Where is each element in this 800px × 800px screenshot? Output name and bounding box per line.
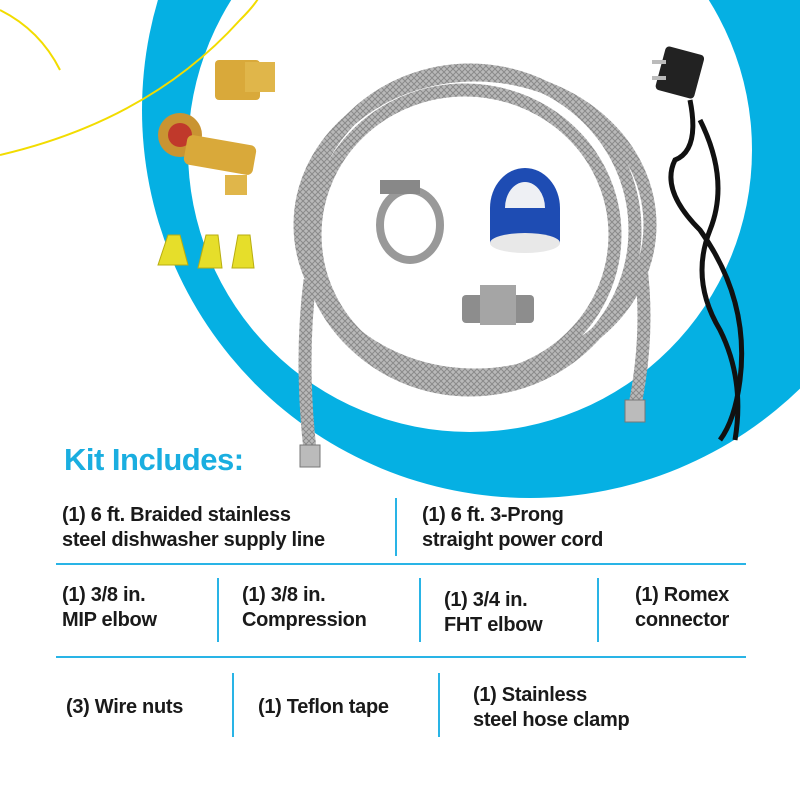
teflon-tape-image <box>490 168 560 253</box>
item-power-cord-line1: (1) 6 ft. 3-Prong <box>422 504 564 526</box>
item-hose-clamp: (1) Stainless steel hose clamp <box>473 683 630 733</box>
item-supply-line: (1) 6 ft. Braided stainless steel dishwa… <box>62 503 325 553</box>
yellow-line <box>0 9 61 71</box>
item-romex: (1) Romex connector <box>635 583 729 633</box>
item-romex-line1: (1) Romex <box>635 584 729 606</box>
divider <box>232 673 234 737</box>
item-hose-clamp-line2: steel hose clamp <box>473 709 630 731</box>
item-fht-elbow-line1: (1) 3/4 in. <box>444 589 528 611</box>
item-wire-nuts: (3) Wire nuts <box>66 695 183 720</box>
item-supply-line-line2: steel dishwasher supply line <box>62 529 325 551</box>
item-mip-elbow-line1: (1) 3/8 in. <box>62 584 146 606</box>
item-power-cord: (1) 6 ft. 3-Prong straight power cord <box>422 503 603 553</box>
item-mip-elbow: (1) 3/8 in. MIP elbow <box>62 583 157 633</box>
supply-line-hose-image <box>293 63 657 451</box>
item-romex-line2: connector <box>635 609 729 631</box>
hose-clamp-image <box>376 180 444 264</box>
item-fht-elbow-line2: FHT elbow <box>444 614 543 636</box>
kit-includes-heading: Kit Includes: <box>64 442 244 477</box>
item-teflon-tape: (1) Teflon tape <box>258 695 389 720</box>
divider <box>217 578 219 642</box>
divider <box>56 656 746 658</box>
brass-elbows-image <box>158 60 275 195</box>
divider <box>56 563 746 565</box>
item-compression-line2: Compression <box>242 609 367 631</box>
item-teflon-tape-line1: (1) Teflon tape <box>258 696 389 718</box>
item-hose-clamp-line1: (1) Stainless <box>473 684 587 706</box>
hose-fitting-image <box>624 399 646 423</box>
yellow-line <box>0 0 259 156</box>
divider <box>395 498 397 556</box>
item-wire-nuts-line1: (3) Wire nuts <box>66 696 184 718</box>
item-compression: (1) 3/8 in. Compression <box>242 583 367 633</box>
power-cord-image <box>652 46 745 442</box>
item-supply-line-line1: (1) 6 ft. Braided stainless <box>62 504 291 526</box>
hose-fitting-image <box>299 444 321 468</box>
romex-connector-image <box>462 285 534 325</box>
wire-nuts-image <box>157 234 255 269</box>
divider <box>419 578 421 642</box>
item-mip-elbow-line2: MIP elbow <box>62 609 157 631</box>
item-compression-line1: (1) 3/8 in. <box>242 584 326 606</box>
item-power-cord-line2: straight power cord <box>422 529 603 551</box>
divider <box>597 578 599 642</box>
item-fht-elbow: (1) 3/4 in. FHT elbow <box>444 588 543 638</box>
divider <box>438 673 440 737</box>
